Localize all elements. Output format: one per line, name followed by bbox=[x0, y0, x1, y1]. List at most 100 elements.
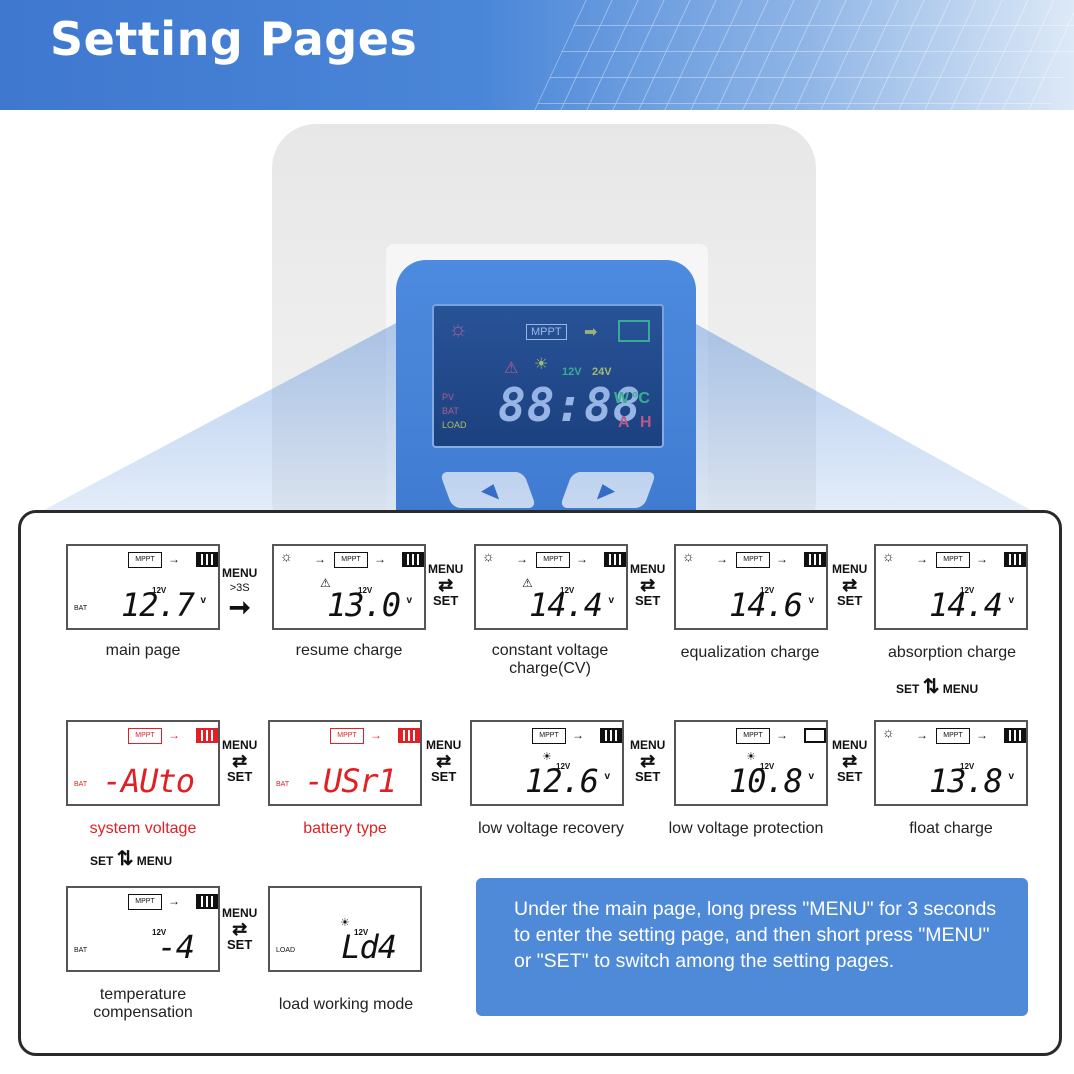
set-label: SET bbox=[227, 937, 253, 952]
battery-icon bbox=[196, 552, 218, 567]
arrow-right-icon: ➡ bbox=[584, 324, 598, 341]
lcd-pv: PV bbox=[442, 392, 455, 402]
warning-icon: ⚠ bbox=[522, 576, 533, 590]
mppt-icon: MPPT bbox=[936, 552, 970, 568]
arrow-right-icon: → bbox=[576, 552, 588, 566]
lcd-unit-a: A bbox=[618, 414, 630, 431]
lcd-unit: v bbox=[608, 595, 614, 606]
lcd-value: 14.4 bbox=[928, 586, 1003, 624]
battery-icon bbox=[1004, 728, 1026, 743]
set-label: SET bbox=[837, 593, 863, 608]
voltage-12v-label: 12V bbox=[760, 586, 775, 595]
lcd-value: 10.8 bbox=[728, 762, 803, 800]
set-label: SET bbox=[635, 593, 661, 608]
mppt-icon: MPPT bbox=[330, 728, 364, 744]
screen-caption: load working mode bbox=[278, 996, 414, 1013]
arrow-right-icon: → bbox=[168, 728, 180, 742]
mppt-icon: MPPT bbox=[334, 552, 368, 568]
menu-label: MENU bbox=[222, 738, 258, 752]
switch-label: MENU⇄SET bbox=[222, 906, 257, 952]
lcd-value: 12.7 bbox=[120, 586, 195, 624]
set-label: SET bbox=[431, 769, 457, 784]
arrow-right-icon: → bbox=[374, 552, 386, 566]
mppt-icon: MPPT bbox=[128, 552, 162, 568]
side-label: BAT bbox=[276, 781, 290, 788]
lcd-mppt-label: MPPT bbox=[526, 324, 567, 340]
lcd-screen: MPPT → BAT -USr1 bbox=[268, 720, 422, 806]
switch-label: MENU⇄SET bbox=[428, 562, 463, 608]
warning-icon: ⚠ bbox=[320, 576, 331, 590]
arrow-right-icon: → bbox=[168, 894, 180, 908]
lcd-bat: BAT bbox=[442, 406, 459, 416]
arrow-right-icon: ➞ bbox=[228, 592, 251, 622]
lcd-value: -USr1 bbox=[304, 762, 397, 800]
arrow-right-icon: → bbox=[572, 728, 584, 742]
controller-lcd: ☼ MPPT ➡ ⚠ ☀ 12V 24V PV BAT LOAD 88:88 W… bbox=[432, 304, 664, 448]
screen-caption: equalization charge bbox=[680, 644, 820, 661]
voltage-12v-label: 12V bbox=[560, 586, 575, 595]
switch-label: MENU⇄SET bbox=[832, 738, 867, 784]
info-text: Under the main page, long press "MENU" f… bbox=[514, 898, 997, 972]
lcd-unit: v bbox=[604, 771, 610, 782]
swap-horizontal-icon: ⇄ bbox=[436, 751, 452, 771]
sun-icon: ☼ bbox=[882, 548, 895, 564]
mppt-icon: MPPT bbox=[536, 552, 570, 568]
left-button[interactable]: ◀ bbox=[439, 472, 537, 508]
switch-label: SET ⇅ MENU bbox=[896, 677, 978, 697]
lcd-unit: v bbox=[1008, 595, 1014, 606]
arrow-right-icon: → bbox=[716, 552, 728, 566]
mppt-icon: MPPT bbox=[532, 728, 566, 744]
side-label: LOAD bbox=[276, 947, 296, 954]
battery-icon bbox=[196, 894, 218, 909]
menu-label: MENU bbox=[222, 566, 258, 580]
mppt-icon: MPPT bbox=[128, 894, 162, 910]
sun-icon: ☼ bbox=[280, 548, 293, 564]
switch-label: MENU⇄SET bbox=[222, 738, 257, 784]
battery-icon bbox=[600, 728, 622, 743]
arrow-right-icon: → bbox=[370, 728, 382, 742]
sun-icon: ☼ bbox=[448, 316, 469, 341]
bulb-icon: ☀ bbox=[534, 356, 549, 373]
switch-label: MENU >3S➞ bbox=[222, 566, 258, 622]
menu-label: MENU bbox=[428, 562, 464, 576]
solar-panel-graphic bbox=[534, 0, 1074, 110]
voltage-12v-label: 12V bbox=[358, 586, 373, 595]
arrow-right-icon: → bbox=[976, 728, 988, 742]
arrow-right-icon: → bbox=[776, 728, 788, 742]
screen-caption: battery type bbox=[303, 820, 387, 837]
lcd-unit-w: W bbox=[614, 390, 630, 407]
sun-icon: ☼ bbox=[482, 548, 495, 564]
set-label: SET bbox=[837, 769, 863, 784]
battery-icon bbox=[618, 320, 650, 342]
swap-horizontal-icon: ⇄ bbox=[438, 575, 454, 595]
set-label: SET bbox=[90, 854, 114, 868]
menu-duration: >3S bbox=[229, 582, 250, 594]
battery-icon bbox=[604, 552, 626, 567]
side-label: BAT bbox=[74, 605, 88, 612]
side-label: BAT bbox=[74, 781, 88, 788]
right-button[interactable]: ▶ bbox=[559, 472, 657, 508]
menu-label: MENU bbox=[832, 562, 868, 576]
lcd-unit: v bbox=[406, 595, 412, 606]
bulb-icon: ☀ bbox=[746, 751, 756, 763]
swap-horizontal-icon: ⇄ bbox=[640, 575, 656, 595]
swap-horizontal-icon: ⇄ bbox=[232, 751, 248, 771]
bulb-icon: ☀ bbox=[340, 917, 350, 929]
arrow-right-icon: → bbox=[776, 552, 788, 566]
lcd-value: 12.6 bbox=[524, 762, 599, 800]
lcd-24v: 24V bbox=[592, 366, 612, 378]
screen-caption: system voltage bbox=[89, 820, 197, 837]
menu-label: MENU bbox=[136, 854, 173, 868]
lcd-unit: v bbox=[808, 595, 814, 606]
sun-icon: ☼ bbox=[682, 548, 695, 564]
set-label: SET bbox=[896, 682, 920, 696]
screen-caption: low voltage protection bbox=[668, 820, 824, 837]
arrow-right-icon: → bbox=[168, 552, 180, 566]
mppt-icon: MPPT bbox=[736, 728, 770, 744]
